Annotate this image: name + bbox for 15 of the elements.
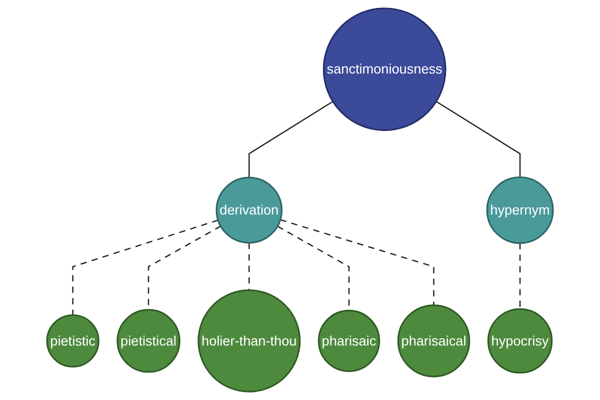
connector	[248, 242, 250, 290]
node-circle: hypernym	[486, 176, 554, 244]
connector	[519, 243, 521, 310]
node-circle: pharisaic	[318, 310, 380, 372]
node-circle: hypocrisy	[487, 308, 553, 374]
connector	[280, 219, 434, 306]
connector	[248, 100, 334, 178]
node-circle: sanctimoniousness	[322, 8, 446, 131]
connector	[436, 100, 521, 178]
node-circle: pharisaical	[397, 304, 470, 378]
node-circle: pietistical	[116, 309, 180, 373]
connector	[72, 220, 218, 316]
node-circle: derivation	[216, 176, 282, 244]
node-circle: pietistic	[46, 314, 100, 368]
node-circle: holier-than-thou	[198, 289, 301, 392]
